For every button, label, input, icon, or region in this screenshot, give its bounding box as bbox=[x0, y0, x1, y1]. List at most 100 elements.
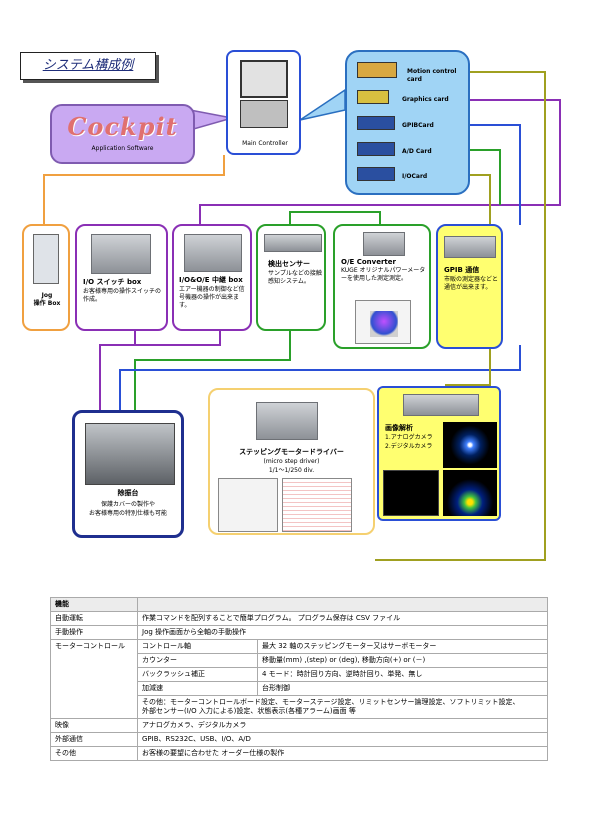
stepper-image bbox=[256, 402, 318, 440]
spec-sub-key: 加減速 bbox=[137, 681, 258, 696]
spec-motor-other-2: 外部センサー(I/O 入力による)設定、状態表示(各種アラーム)画面 等 bbox=[142, 707, 356, 715]
spec-key: 手動操作 bbox=[50, 625, 138, 640]
beam-image-2 bbox=[383, 470, 439, 516]
io-relay-image bbox=[184, 234, 242, 272]
ad-card-icon bbox=[357, 142, 395, 156]
spec-value: 作業コマンドを配列することで簡単プログラム。 プログラム保存は CSV ファイル bbox=[137, 611, 548, 626]
stage-desc-2: お客様専用の特別仕様も可能 bbox=[88, 510, 167, 517]
io-card-icon bbox=[357, 167, 395, 181]
spec-sub-value: 台形制御 bbox=[257, 681, 548, 696]
spec-table: 機能 自動運転 作業コマンドを配列することで簡単プログラム。 プログラム保存は … bbox=[50, 597, 548, 761]
spec-sub-value: 4 モード：時計回り方向、逆時計回り、単発、無し bbox=[257, 667, 548, 682]
spec-sub-key: カウンター bbox=[137, 653, 258, 668]
table-row: モーターコントロール コントロール軸 最大 32 軸のステッピングモーター又はサ… bbox=[50, 639, 548, 719]
spec-value: お客様の要望に合わせた オーダー仕様の製作 bbox=[137, 746, 548, 761]
green-line-stage bbox=[134, 330, 291, 410]
spec-value: アナログカメラ、デジタルカメラ bbox=[137, 718, 548, 733]
table-row: 外部通信 GPIB、RS232C、USB、I/O、A/D bbox=[50, 732, 548, 747]
io-card-label: I/OCard bbox=[402, 173, 428, 180]
gpib-card-icon bbox=[357, 116, 395, 130]
jog-box: Jog 操作 Box bbox=[22, 224, 70, 331]
sensor-desc: サンプルなどの接触感知システム。 bbox=[268, 270, 322, 285]
oe-screenshot bbox=[355, 300, 411, 344]
orange-line bbox=[43, 155, 225, 227]
cards-pointer bbox=[299, 88, 346, 121]
main-controller-box: Main Controller bbox=[226, 50, 301, 155]
spec-sub-value: 移動量(mm) ,(step) or (deg), 移動方向(+) or (－) bbox=[257, 653, 548, 668]
spec-key-motor: モーターコントロール bbox=[50, 639, 138, 719]
table-row: カウンター 移動量(mm) ,(step) or (deg), 移動方向(+) … bbox=[51, 653, 548, 668]
spec-sub-key: バックラッシュ補正 bbox=[137, 667, 258, 682]
stepper-sub: (micro step driver) bbox=[263, 458, 320, 465]
spec-motor-other-1: その他：モーターコントロールボード設定、モーターステージ設定、リミットセンサー論… bbox=[142, 698, 520, 706]
io-relay-desc: エアー機器の制御など信号機器の操作が出来ます。 bbox=[179, 286, 245, 309]
stepper-box: ステッピングモータードライバー (micro step driver) 1/1～… bbox=[208, 388, 375, 535]
beam-image-3 bbox=[443, 470, 497, 516]
main-controller-label: Main Controller bbox=[242, 140, 288, 147]
spec-key: その他 bbox=[50, 746, 138, 761]
io-switch-box: I/O スイッチ box お客様専用の操作スイッチの作成。 bbox=[75, 224, 168, 331]
spec-header-fill bbox=[137, 597, 548, 612]
image-analysis-item-1: 1.アナログカメラ bbox=[385, 434, 433, 441]
image-analysis-item-2: 2.デジタルカメラ bbox=[385, 443, 433, 450]
jog-label: Jog 操作 Box bbox=[33, 292, 61, 307]
table-row: 自動運転 作業コマンドを配列することで簡単プログラム。 プログラム保存は CSV… bbox=[50, 611, 548, 626]
beam-image-1 bbox=[443, 422, 497, 468]
graphics-card-icon bbox=[357, 90, 389, 104]
green-line-top bbox=[289, 211, 381, 225]
image-analysis-title: 画像解析 bbox=[385, 424, 413, 432]
purple-line-top bbox=[199, 99, 561, 225]
sensor-image bbox=[264, 234, 322, 252]
oe-converter-title: O/E Converter bbox=[341, 258, 396, 266]
green-line-card bbox=[470, 149, 501, 205]
sensor-box: 検出センサー サンプルなどの接触感知システム。 bbox=[256, 224, 326, 331]
gpib-title: GPIB 通信 bbox=[444, 266, 480, 274]
oe-graph-shape bbox=[370, 311, 398, 337]
table-row: その他 お客様の要望に合わせた オーダー仕様の製作 bbox=[50, 746, 548, 761]
io-relay-box: I/O&O/E 中継 box エアー機器の制御など信号機器の操作が出来ます。 bbox=[172, 224, 252, 331]
oe-converter-image bbox=[363, 232, 405, 256]
spec-value: Jog 操作画面から全軸の手動操作 bbox=[137, 625, 548, 640]
page-title: システム構成例 bbox=[20, 52, 156, 80]
motion-card-icon bbox=[357, 62, 397, 78]
spec-key: 自動運転 bbox=[50, 611, 138, 626]
blue-line-stage bbox=[119, 345, 521, 410]
spec-sub-key: コントロール軸 bbox=[137, 639, 258, 654]
gpib-desc: 市販の測定器などと通信が出来ます。 bbox=[444, 276, 499, 291]
io-switch-image bbox=[91, 234, 151, 274]
io-switch-desc: お客様専用の操作スイッチの作成。 bbox=[83, 288, 162, 303]
cpu-image bbox=[240, 100, 288, 128]
spec-motor-other: その他：モーターコントロールボード設定、モーターステージ設定、リミットセンサー論… bbox=[137, 695, 548, 719]
stage-box: 除振台 保護カバーの製作や お客様専用の特別仕様も可能 bbox=[72, 410, 184, 538]
spec-header-row: 機能 bbox=[50, 597, 548, 612]
gpib-image bbox=[444, 236, 496, 258]
table-row: 手動操作 Jog 操作画面から全軸の手動操作 bbox=[50, 625, 548, 640]
gpib-box: GPIB 通信 市販の測定器などと通信が出来ます。 bbox=[436, 224, 503, 349]
spec-key: 外部通信 bbox=[50, 732, 138, 747]
purple-line-io bbox=[99, 330, 221, 410]
spec-value: GPIB、RS232C、USB、I/O、A/D bbox=[137, 732, 548, 747]
ad-card-label: A/D Card bbox=[402, 148, 432, 155]
stepper-div: 1/1～1/250 div. bbox=[268, 467, 315, 474]
io-relay-title: I/O&O/E 中継 box bbox=[179, 276, 243, 284]
gpib-card-label: GPIBCard bbox=[402, 122, 434, 129]
cockpit-logo: Cockpit bbox=[67, 112, 178, 141]
sensor-title: 検出センサー bbox=[268, 260, 310, 268]
stage-title: 除振台 bbox=[117, 489, 139, 497]
blue-line-gpib bbox=[470, 124, 521, 225]
io-switch-title: I/O スイッチ box bbox=[83, 278, 142, 286]
card-group: Motion control card Graphics card GPIBCa… bbox=[345, 50, 470, 195]
stepper-screen-1 bbox=[218, 478, 278, 532]
oe-converter-box: O/E Converter KUGE オリジナルパワーメーターを使用した測定測定… bbox=[333, 224, 431, 349]
stepper-title: ステッピングモータードライバー bbox=[239, 448, 344, 456]
image-analysis-box: 画像解析 1.アナログカメラ 2.デジタルカメラ bbox=[377, 386, 501, 521]
monitor-image bbox=[240, 60, 288, 98]
spec-sub-value: 最大 32 軸のステッピングモーター又はサーボモーター bbox=[257, 639, 548, 654]
spec-key: 映像 bbox=[50, 718, 138, 733]
cockpit-subtitle: Application Software bbox=[91, 145, 154, 152]
stepper-screen-2 bbox=[282, 478, 352, 532]
cockpit-bubble: Cockpit Application Software bbox=[50, 104, 195, 164]
motion-card-label: Motion control card bbox=[407, 68, 457, 83]
spec-header: 機能 bbox=[50, 597, 138, 612]
graphics-card-label: Graphics card bbox=[402, 96, 449, 103]
